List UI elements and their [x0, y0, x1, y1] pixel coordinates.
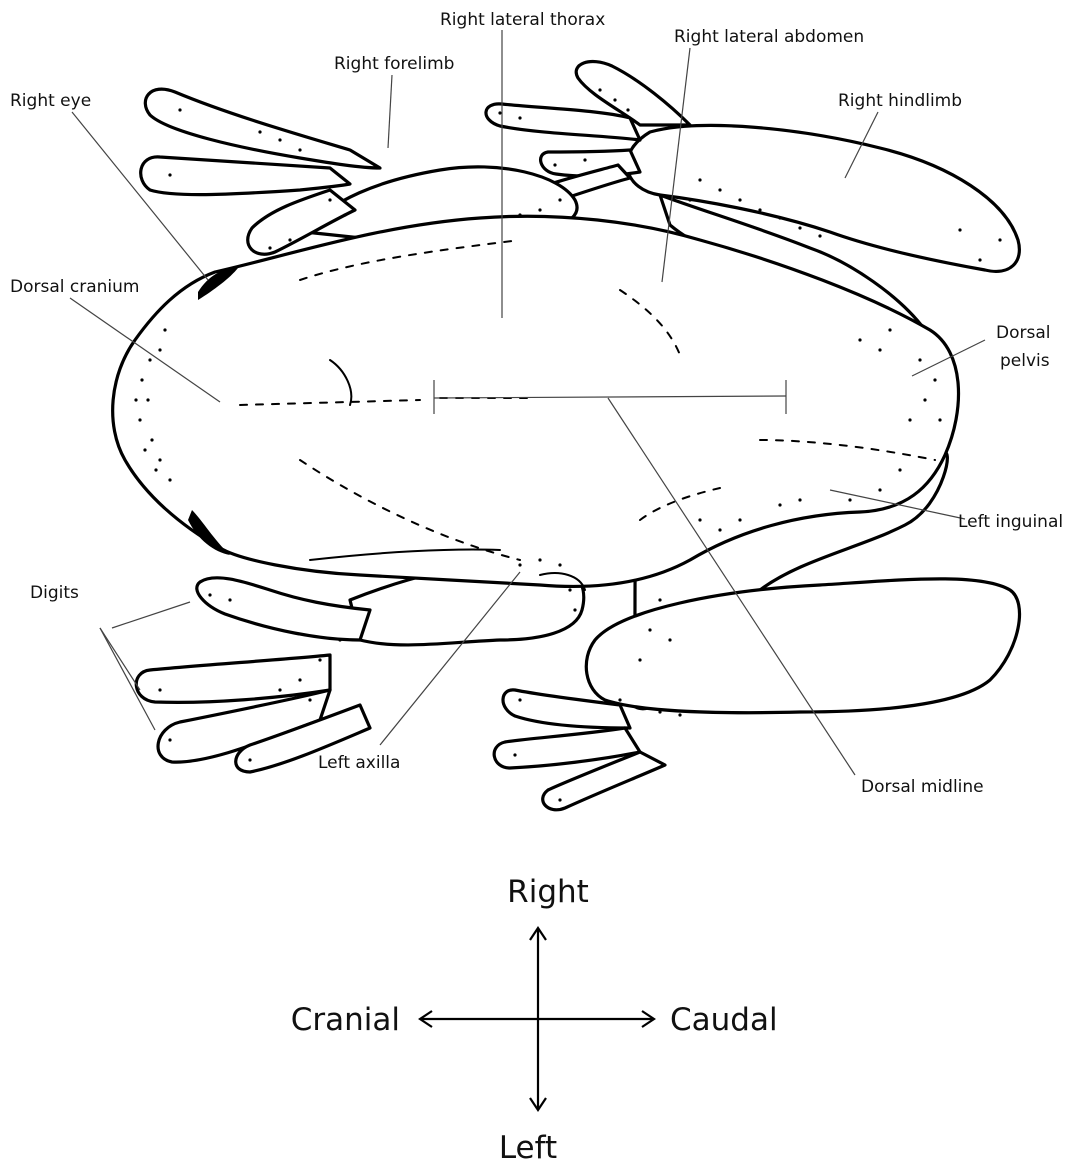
label-digits: Digits — [30, 583, 79, 603]
frog-illustration — [113, 62, 1020, 810]
label-dorsal-cranium: Dorsal cranium — [10, 277, 139, 297]
label-right-hindlimb: Right hindlimb — [838, 91, 962, 111]
label-right-forelimb: Right forelimb — [334, 54, 454, 74]
label-left-axilla: Left axilla — [318, 753, 400, 773]
compass-caudal-label: Caudal — [670, 1002, 778, 1038]
label-right-lateral-thorax: Right lateral thorax — [440, 10, 605, 30]
label-left-inguinal: Left inguinal — [958, 512, 1063, 532]
label-dorsal-midline: Dorsal midline — [861, 777, 984, 797]
label-dorsal-pelvis-line1: Dorsal — [996, 323, 1050, 343]
orientation-compass: Right Left Cranial Caudal — [291, 874, 778, 1164]
compass-left-label: Left — [499, 1130, 557, 1164]
label-right-lateral-abdomen: Right lateral abdomen — [674, 27, 864, 47]
label-dorsal-pelvis-line2: pelvis — [1000, 351, 1050, 371]
compass-cranial-label: Cranial — [291, 1002, 400, 1038]
compass-right-label: Right — [507, 874, 589, 910]
label-right-eye: Right eye — [10, 91, 91, 111]
